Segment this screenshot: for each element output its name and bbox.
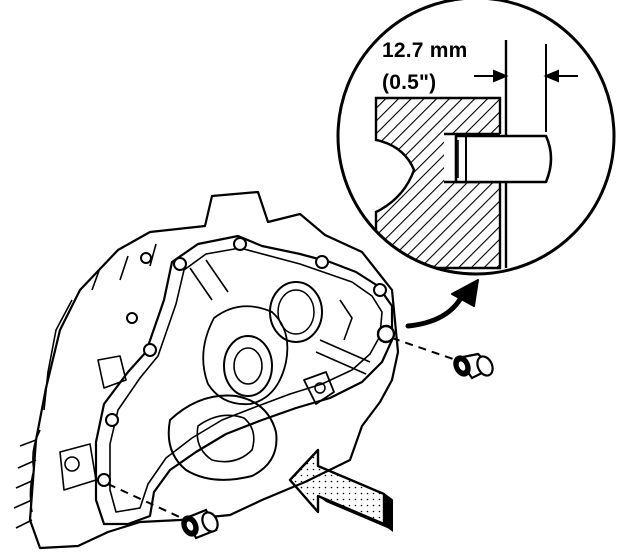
dowel-hole-upper	[376, 324, 396, 344]
dowel-alignment-line-lower	[107, 483, 187, 521]
dowel-alignment-line-upper	[391, 337, 457, 361]
dowel-pin-upper	[453, 352, 494, 380]
curved-arrow-icon	[405, 279, 479, 329]
dimension-imperial-label: (0.5")	[382, 71, 437, 94]
dowel-pin-lower	[181, 508, 219, 540]
dowel-pin-section	[454, 134, 553, 184]
block-ribs	[13, 243, 157, 529]
cam-seal-opening	[269, 281, 323, 343]
direction-arrow-icon	[288, 448, 393, 532]
dimension-arrow-icon	[474, 69, 578, 83]
oil-pump-bore	[223, 335, 273, 397]
detail-callout	[336, 0, 616, 276]
dimension-metric-label: 12.7 mm	[382, 39, 468, 62]
